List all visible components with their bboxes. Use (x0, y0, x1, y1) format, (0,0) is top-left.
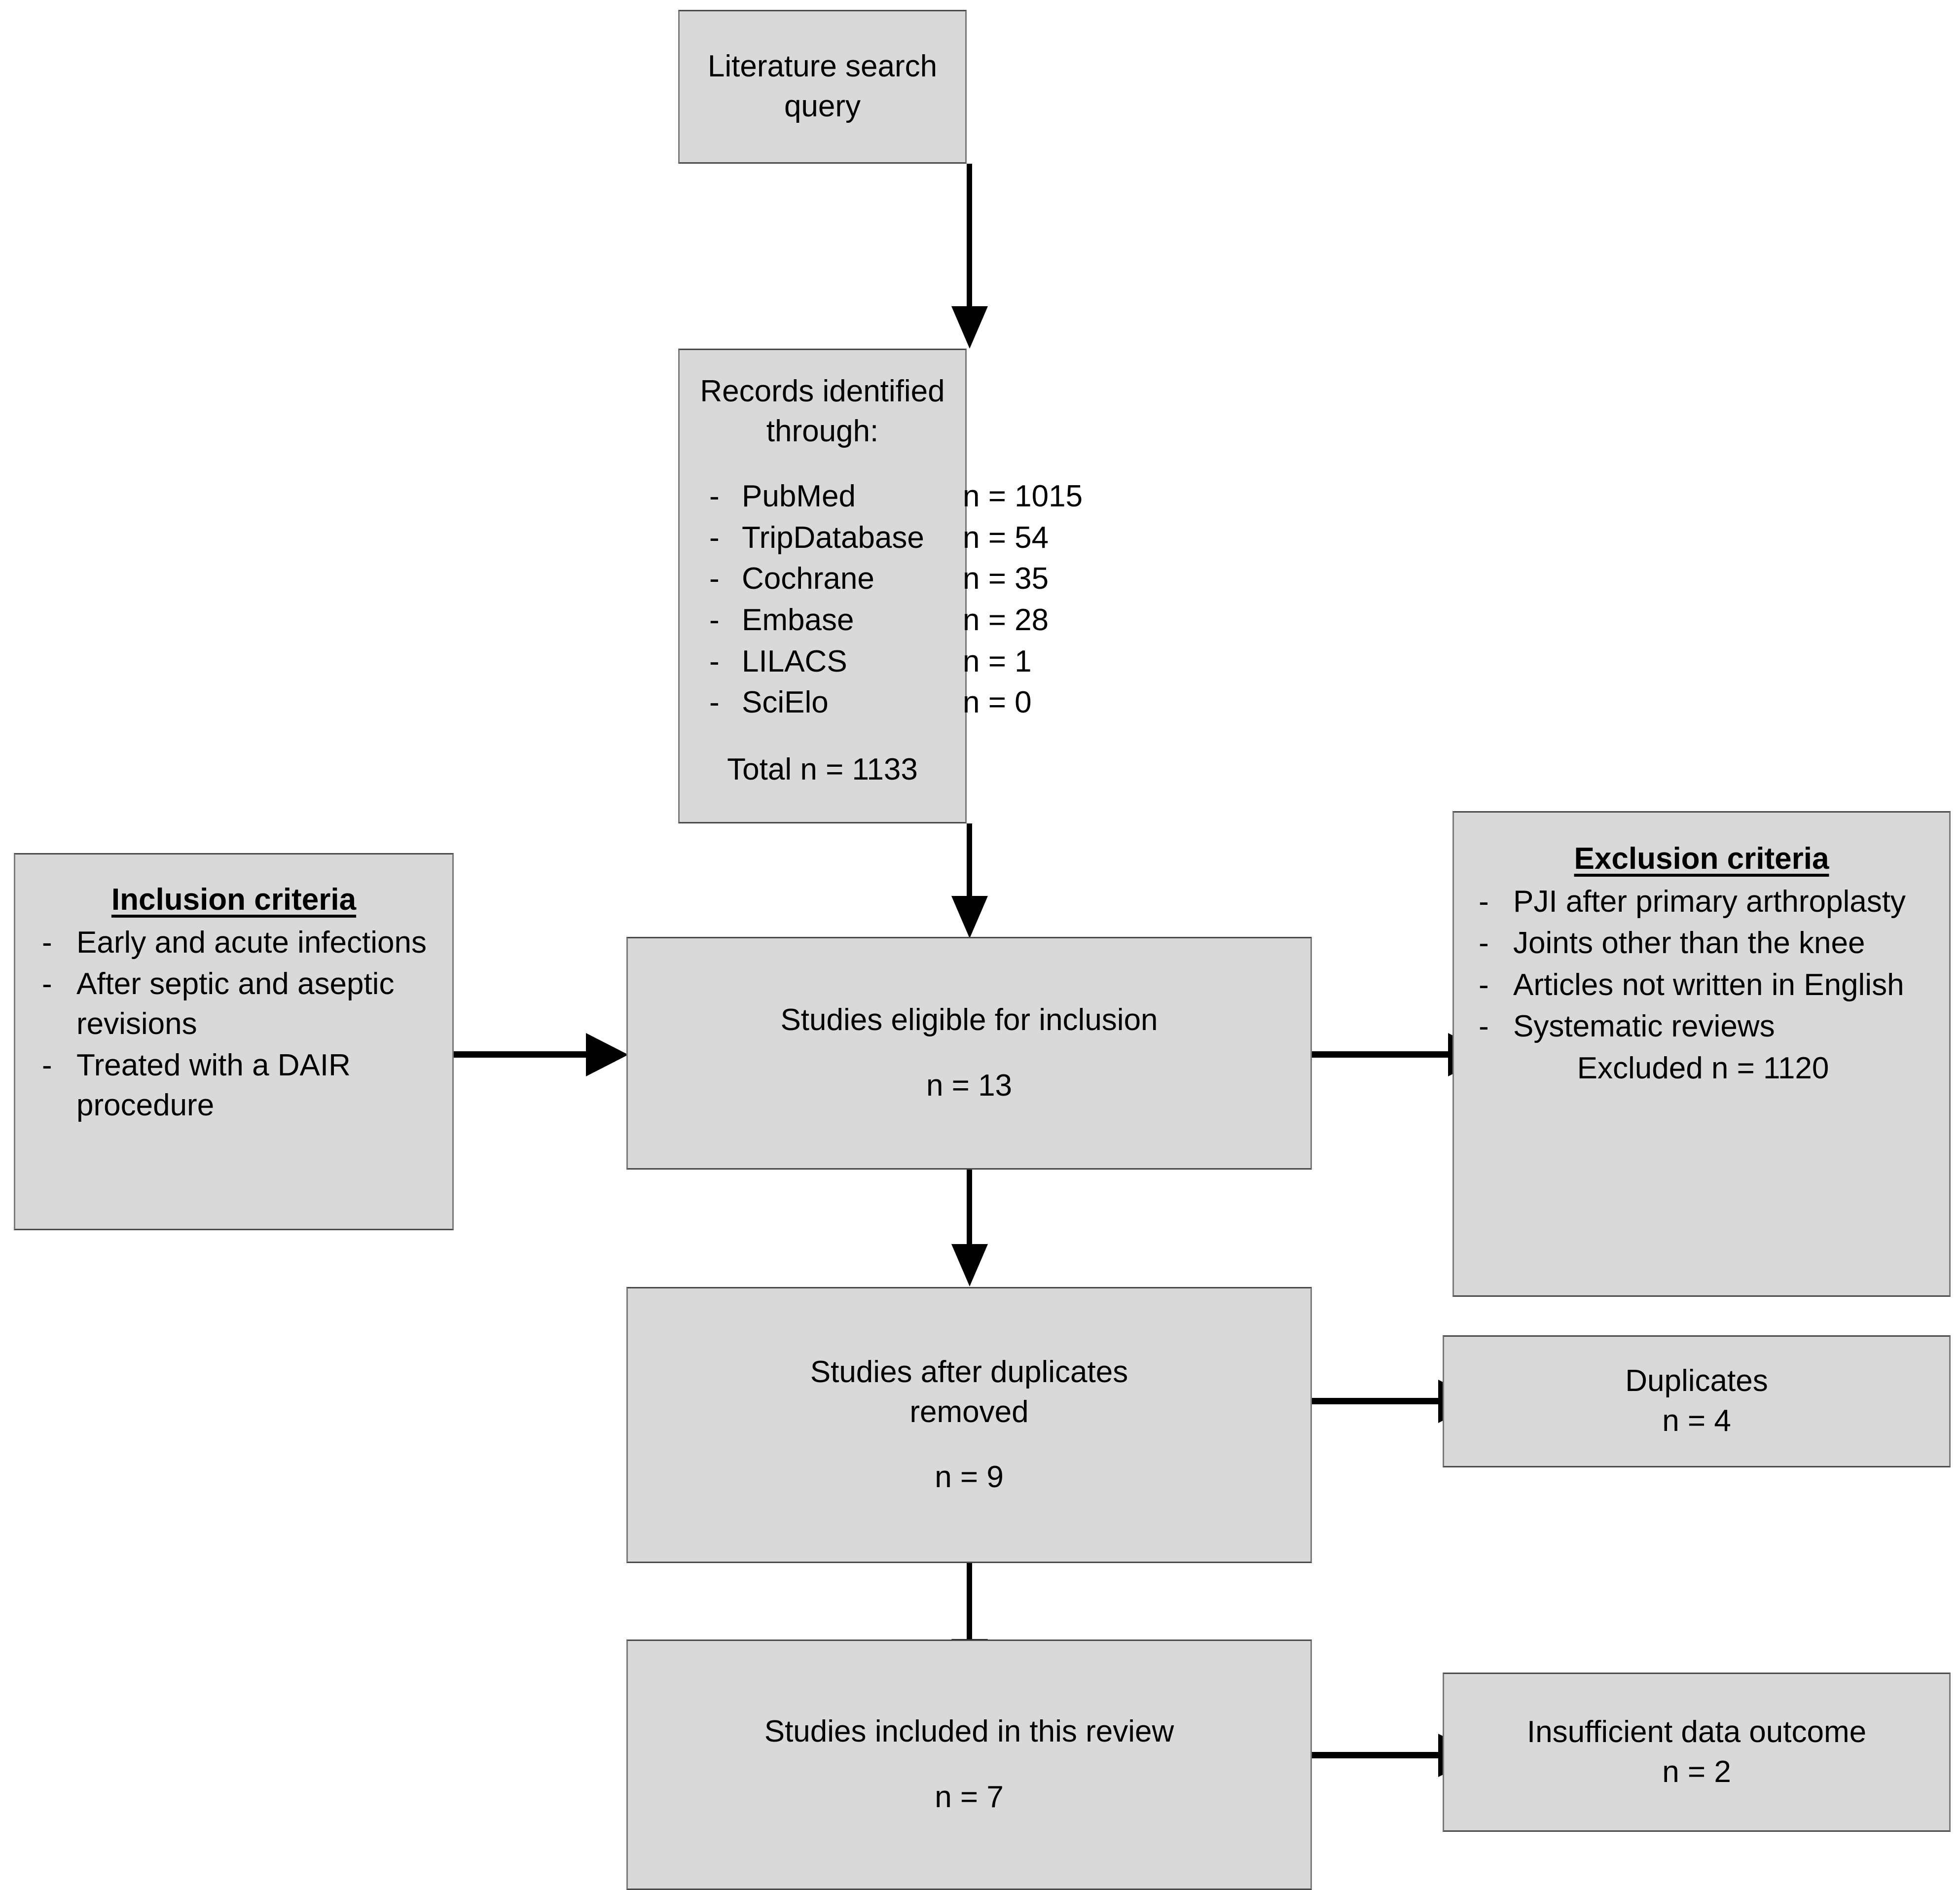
records-source-item: - Cochrane n = 35 (689, 559, 1049, 599)
bullet-dash: - (1479, 967, 1489, 1002)
bullet-dash: - (709, 479, 720, 514)
source-count: n = 54 (963, 520, 1049, 555)
inclusion-criteria-item: - Early and acute infections (29, 923, 438, 963)
bullet-dash: - (709, 603, 720, 637)
source-count: n = 1015 (963, 479, 1083, 514)
studies-after-duplicates-line-2: removed (909, 1394, 1029, 1429)
node-studies-eligible: Studies eligible for inclusion n = 13 (626, 937, 1312, 1170)
exclusion-criteria-text: Systematic reviews (1513, 1009, 1775, 1044)
arrow-stem (967, 164, 972, 307)
inclusion-criteria-text: After septic and aseptic revisions (76, 967, 395, 1041)
arrow-head-down-icon (951, 1244, 988, 1286)
connector-records-to-eligible (951, 823, 1006, 939)
arrow-stem (1312, 1398, 1440, 1404)
bullet-dash: - (1479, 1009, 1489, 1044)
records-source-item: - SciElo n = 0 (689, 683, 1032, 723)
studies-included-label: Studies included in this review (764, 1714, 1174, 1749)
connector-inclusion-to-eligible (454, 1033, 629, 1096)
arrow-head-right-icon (586, 1033, 628, 1076)
records-source-item: - TripDatabase n = 54 (689, 518, 1049, 558)
node-exclusion-criteria: Exclusion criteria - PJI after primary a… (1452, 811, 1951, 1297)
inclusion-criteria-text: Early and acute infections (76, 925, 427, 960)
bullet-dash: - (1479, 926, 1489, 961)
exclusion-criteria-text: Joints other than the knee (1513, 926, 1865, 961)
source-name: Embase (742, 603, 854, 637)
insufficient-data-count: n = 2 (1662, 1754, 1731, 1789)
studies-after-duplicates-line-1: Studies after duplicates (810, 1355, 1128, 1390)
source-name: SciElo (742, 685, 829, 720)
arrow-stem (1312, 1752, 1440, 1758)
bullet-dash: - (709, 520, 720, 555)
arrow-head-down-icon (951, 896, 988, 938)
source-name: TripDatabase (742, 520, 924, 555)
source-count: n = 35 (963, 562, 1049, 596)
arrow-stem (1312, 1051, 1450, 1058)
arrow-stem (967, 823, 972, 896)
exclusion-criteria-text: PJI after primary arthroplasty (1513, 884, 1906, 919)
studies-eligible-label: Studies eligible for inclusion (780, 1003, 1158, 1037)
records-source-item: - PubMed n = 1015 (689, 477, 1083, 517)
duplicates-label: Duplicates (1625, 1364, 1768, 1398)
records-heading: Records identified through: (700, 374, 945, 448)
exclusion-criteria-item: - Systematic reviews (1466, 1007, 1937, 1047)
arrow-head-down-icon (951, 306, 988, 349)
inclusion-criteria-item: - Treated with a DAIR procedure (29, 1046, 438, 1125)
arrow-stem (967, 1563, 972, 1640)
literature-search-line-2: query (784, 89, 861, 123)
connector-included-to-insufficient (1312, 1734, 1481, 1796)
bullet-dash: - (709, 644, 720, 678)
records-source-item: - Embase n = 28 (689, 601, 1049, 641)
studies-included-count: n = 7 (935, 1780, 1004, 1814)
insufficient-data-label: Insufficient data outcome (1526, 1714, 1867, 1749)
bullet-dash: - (42, 925, 52, 960)
bullet-dash: - (42, 1048, 52, 1083)
literature-search-line-1: Literature search (707, 49, 938, 84)
node-records-identified: Records identified through: - PubMed n =… (678, 349, 1083, 823)
bullet-dash: - (709, 562, 720, 596)
inclusion-criteria-text: Treated with a DAIR procedure (76, 1048, 351, 1122)
exclusion-criteria-item: - Articles not written in English (1466, 965, 1937, 1005)
node-studies-after-duplicates: Studies after duplicates removed n = 9 (626, 1287, 1312, 1563)
studies-eligible-count: n = 13 (926, 1069, 1013, 1103)
node-literature-search: Literature search query (678, 10, 967, 164)
inclusion-criteria-item: - After septic and aseptic revisions (29, 964, 438, 1044)
exclusion-criteria-text: Articles not written in English (1513, 967, 1904, 1002)
connector-duplicates-removed-to-duplicates (1312, 1380, 1481, 1442)
source-count: n = 0 (963, 685, 1032, 720)
exclusion-criteria-title: Exclusion criteria (1574, 842, 1829, 876)
exclusion-excluded-count: Excluded n = 1120 (1577, 1051, 1829, 1085)
inclusion-criteria-list: - Early and acute infections - After sep… (29, 923, 438, 1128)
studies-after-duplicates-count: n = 9 (935, 1460, 1004, 1495)
exclusion-criteria-list: - PJI after primary arthroplasty - Joint… (1466, 882, 1937, 1049)
connector-search-to-records (951, 164, 1006, 349)
records-total: Total n = 1133 (727, 752, 918, 786)
source-count: n = 1 (963, 644, 1032, 678)
arrow-stem (967, 1170, 972, 1245)
exclusion-criteria-item: - Joints other than the knee (1466, 924, 1937, 963)
source-count: n = 28 (963, 603, 1049, 637)
records-source-item: - LILACS n = 1 (689, 642, 1032, 682)
node-studies-included: Studies included in this review n = 7 (626, 1640, 1312, 1890)
duplicates-count: n = 4 (1662, 1404, 1731, 1438)
node-inclusion-criteria: Inclusion criteria - Early and acute inf… (14, 853, 454, 1230)
bullet-dash: - (709, 685, 720, 720)
connector-eligible-to-duplicates-removed (951, 1170, 1006, 1290)
connector-eligible-to-exclusion (1312, 1033, 1490, 1096)
node-duplicates: Duplicates n = 4 (1443, 1335, 1951, 1467)
arrow-stem (454, 1051, 588, 1058)
bullet-dash: - (1479, 884, 1489, 919)
inclusion-criteria-title: Inclusion criteria (111, 883, 357, 917)
bullet-dash: - (42, 967, 52, 1001)
node-insufficient-data: Insufficient data outcome n = 2 (1443, 1673, 1951, 1832)
source-name: Cochrane (742, 562, 874, 596)
source-name: PubMed (742, 479, 856, 514)
exclusion-criteria-item: - PJI after primary arthroplasty (1466, 882, 1937, 922)
records-source-list: - PubMed n = 1015 - TripDatabase n = 54 … (689, 477, 1083, 724)
source-name: LILACS (742, 644, 847, 678)
